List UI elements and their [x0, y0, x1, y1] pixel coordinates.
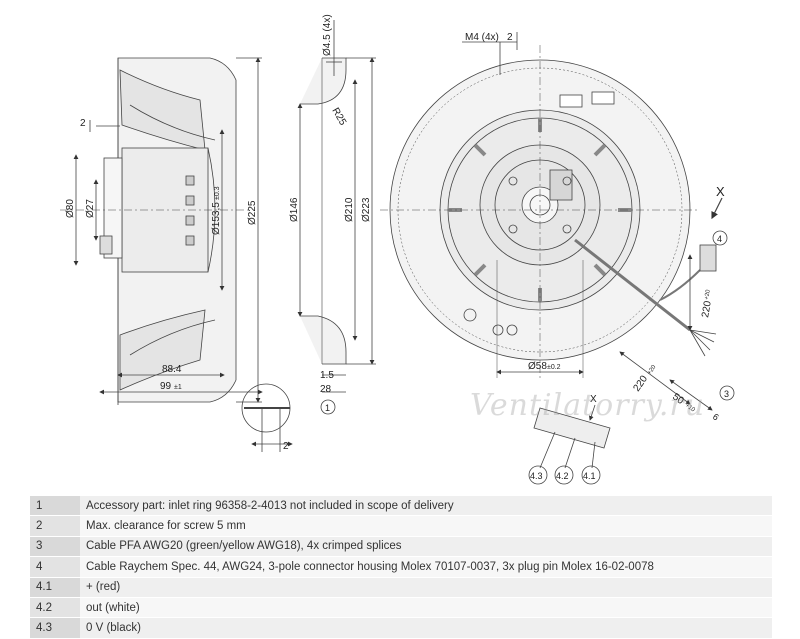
- technical-drawing: 2 Ø80 Ø27 Ø153,5 ±0.3 Ø225 88.4 99 ±1 2 …: [60, 14, 735, 485]
- pin-label-41: 4.1: [583, 471, 596, 481]
- legend-description: 0 V (black): [80, 617, 772, 639]
- pin-label-42: 4.2: [556, 471, 569, 481]
- callout-3-circle: [719, 385, 735, 401]
- connector-view-x: [533, 407, 611, 449]
- dim-dia-4-5: Ø4.5 (4x): [322, 14, 333, 56]
- dim-28: 28: [320, 384, 332, 395]
- callout-4-circle: [712, 230, 728, 246]
- legend-number: 2: [30, 515, 80, 537]
- pin-label-43: 4.3: [530, 471, 543, 481]
- dim-dia-153: Ø153,5: [211, 202, 222, 235]
- dim-m4: M4 (4x): [465, 32, 499, 43]
- callout-41-circle: [581, 465, 601, 485]
- legend-number: 4: [30, 556, 80, 578]
- legend-number: 4.1: [30, 577, 80, 598]
- legend-description: Cable Raychem Spec. 44, AWG24, 3-pole co…: [80, 556, 772, 578]
- cable-bundle: [574, 238, 691, 332]
- dim-cable-220b: 220: [700, 300, 714, 319]
- inlet-ring-view: [297, 20, 376, 415]
- legend-number: 4.3: [30, 617, 80, 639]
- dim-cable-50: 50: [670, 391, 686, 407]
- dim-dia-223: Ø223: [361, 197, 372, 222]
- callout-4: 4: [717, 234, 722, 244]
- dim-cable-50-tol: +10: [684, 403, 696, 414]
- callout-42-circle: [554, 465, 574, 485]
- ring-profile-top: [300, 57, 347, 105]
- dim-dia-27: Ø27: [85, 199, 96, 218]
- legend-description: Max. clearance for screw 5 mm: [80, 515, 772, 537]
- legend-description: Accessory part: inlet ring 96358-2-4013 …: [80, 496, 772, 517]
- legend-number: 1: [30, 496, 80, 517]
- dim-cable-220b-tol: +20: [704, 289, 712, 301]
- dim-cable-220a: 220: [631, 373, 650, 393]
- callout-1-circle: [320, 399, 336, 415]
- callout-43-circle: [528, 465, 548, 485]
- dim-dia-58-tol: ±0.2: [547, 364, 561, 371]
- dim-dia-58: Ø58: [528, 361, 547, 372]
- connector-housing: [699, 244, 717, 272]
- legend-description: out (white): [80, 597, 772, 619]
- dim-cable-220a-tol: +20: [647, 364, 658, 376]
- dim-cable-6: 6: [711, 411, 721, 422]
- dim-r25: R25: [329, 106, 348, 128]
- dim-dia-153-tol: ±0.3: [214, 186, 221, 200]
- legend-description: + (red): [80, 577, 772, 598]
- view-x-detail-label: X: [590, 394, 597, 405]
- dim-dia-80: Ø80: [65, 199, 76, 218]
- dim-len-99-tol: ±1: [174, 384, 182, 391]
- dim-len-99: 99: [160, 381, 172, 392]
- dim-dia-146: Ø146: [289, 197, 300, 222]
- legend-row: 4.1+ (red): [30, 577, 772, 598]
- ring-profile-bottom: [300, 315, 347, 365]
- dim-1-5: 1.5: [320, 370, 334, 381]
- dim-dia-225: Ø225: [247, 200, 258, 225]
- legend-number: 4.2: [30, 597, 80, 619]
- dim-m4-2: 2: [507, 32, 513, 43]
- callout-3: 3: [724, 389, 729, 399]
- callout-1: 1: [325, 403, 330, 413]
- view-x-label: X: [716, 184, 725, 199]
- side-view: [60, 57, 293, 452]
- dim-len-88: 88.4: [162, 364, 182, 375]
- legend-description: Cable PFA AWG20 (green/yellow AWG18), 4x…: [80, 536, 772, 558]
- legend-number: 3: [30, 536, 80, 558]
- dim-clearance-2: 2: [80, 118, 86, 129]
- dim-detail-2: 2: [283, 441, 289, 452]
- front-view: [380, 32, 735, 485]
- dim-dia-210: Ø210: [344, 197, 355, 222]
